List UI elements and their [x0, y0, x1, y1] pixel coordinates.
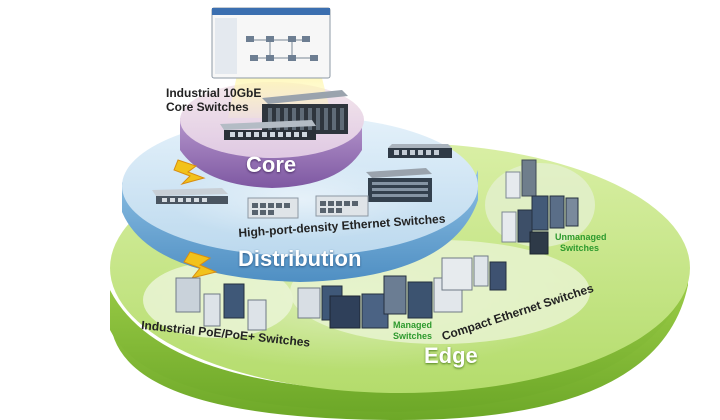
- switch-icon: [565, 197, 579, 227]
- switch-icon: [501, 211, 517, 243]
- compact-switch-group: [441, 255, 507, 291]
- core-caption-line1: Industrial 10GbE: [166, 86, 262, 100]
- core-title: Core: [246, 152, 297, 177]
- edge-title: Edge: [424, 343, 478, 368]
- switch-icon: [473, 255, 489, 287]
- lightning-bolt-icon: [173, 159, 206, 185]
- distribution-switch-icon: [247, 197, 299, 219]
- switch-icon: [505, 171, 521, 199]
- switch-icon: [521, 159, 537, 197]
- switch-icon: [175, 277, 201, 313]
- switch-icon: [549, 195, 565, 229]
- switch-icon: [203, 293, 221, 327]
- switch-icon: [489, 261, 507, 291]
- poe-switch-group: [175, 277, 267, 331]
- managed-caption-line2: Switches: [393, 331, 433, 341]
- switch-icon: [531, 195, 549, 231]
- switch-icon: [247, 299, 267, 331]
- switch-icon: [529, 231, 549, 255]
- unmanaged-caption-line2: Switches: [560, 243, 600, 253]
- core-chassis-switch-icon: [262, 90, 348, 134]
- switch-icon: [441, 257, 473, 291]
- core-caption-line2: Core Switches: [166, 100, 249, 114]
- managed-switch-group: [297, 275, 463, 329]
- core-rack-switch-icon: [220, 120, 316, 140]
- distribution-switch-icon: [388, 144, 452, 158]
- lightning-bolt-icon: [183, 251, 218, 279]
- monitor-icon: [211, 7, 331, 79]
- distribution-platform-side: [122, 170, 478, 282]
- switch-icon: [329, 295, 361, 329]
- switch-icon: [407, 281, 433, 319]
- switch-icon: [223, 283, 245, 319]
- distribution-title: Distribution: [238, 246, 362, 271]
- switch-icon: [383, 275, 407, 315]
- distribution-switch-icon: [315, 195, 369, 217]
- managed-caption-line1: Managed: [393, 320, 433, 330]
- unmanaged-caption-line1: Unmanaged: [555, 232, 607, 242]
- core-platform-side: [180, 118, 362, 188]
- switch-icon: [297, 287, 321, 319]
- distribution-switch-icon: [152, 188, 228, 204]
- distribution-switch-icon: [366, 168, 432, 202]
- unmanaged-switch-group: [501, 159, 579, 255]
